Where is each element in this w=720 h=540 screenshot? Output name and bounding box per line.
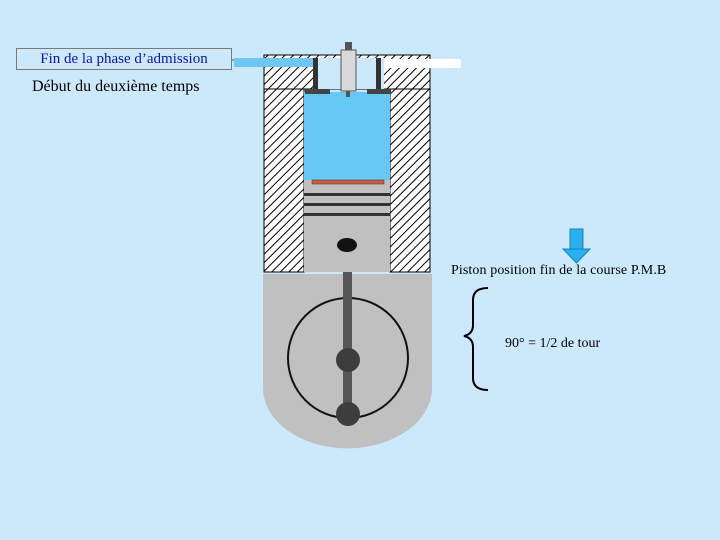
phase-title-box: Fin de la phase d’admission	[16, 48, 232, 70]
crank-pin	[336, 348, 360, 372]
down-arrow-icon	[561, 228, 592, 264]
exhaust-valve	[367, 58, 391, 94]
piston-pin	[337, 238, 357, 252]
cylinder-chamber	[304, 92, 390, 180]
intake-pipe	[234, 58, 314, 67]
bracket-icon	[463, 287, 489, 391]
cylinder-wall-left	[263, 88, 305, 273]
rotation-angle-label: 90° = 1/2 de tour	[505, 336, 601, 351]
piston-position-label: Piston position fin de la course P.M.B	[451, 263, 667, 278]
crankshaft-axle	[336, 402, 360, 426]
exhaust-pipe	[384, 59, 461, 68]
connecting-rod	[343, 272, 352, 420]
intake-valve	[305, 58, 330, 94]
cylinder-wall-right	[389, 88, 431, 273]
phase-subtitle: Début du deuxième temps	[32, 78, 200, 95]
piston	[304, 179, 390, 272]
spark-plug	[340, 42, 357, 97]
phase-title: Fin de la phase d’admission	[40, 51, 208, 67]
